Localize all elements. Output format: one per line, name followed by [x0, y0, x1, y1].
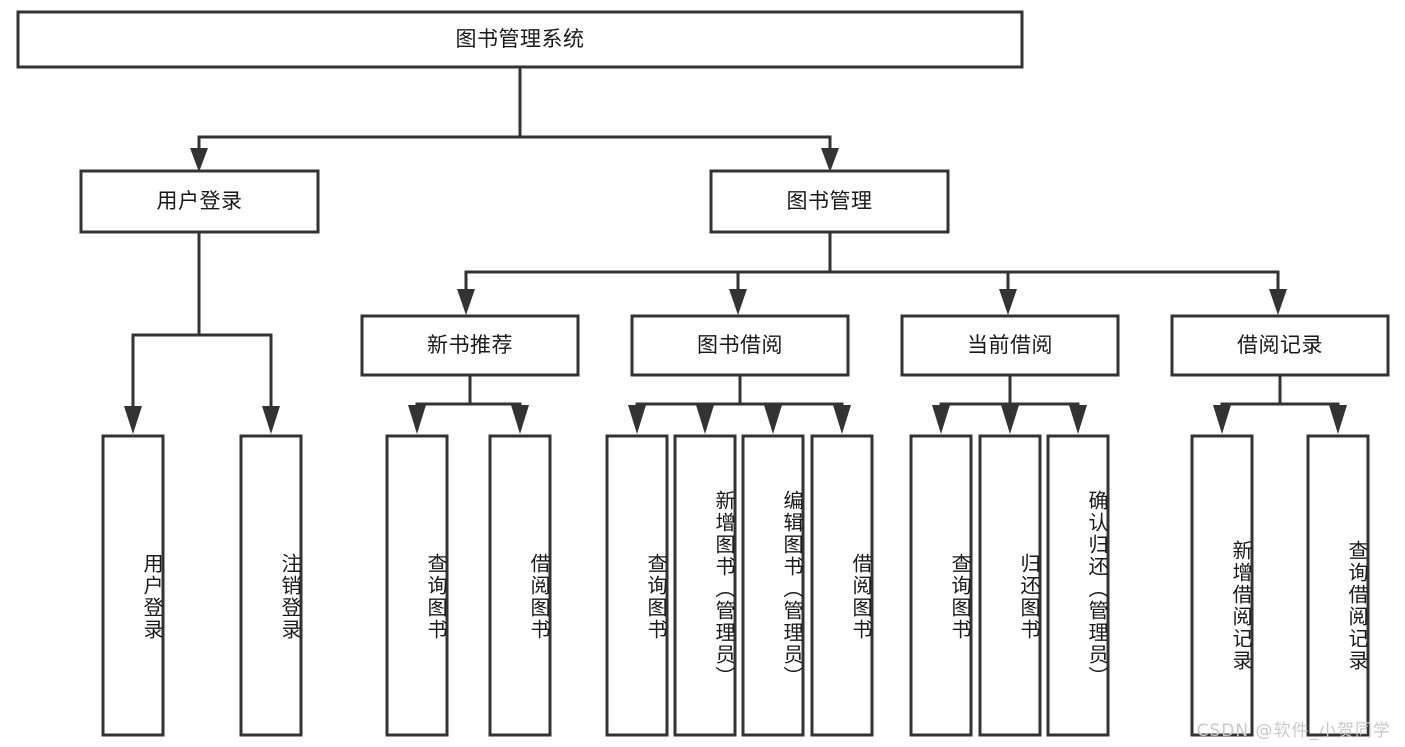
node-user-login[interactable]: [79, 169, 320, 234]
connector-userlogin-to-leaves: [124, 230, 280, 434]
node-book-management[interactable]: [709, 169, 950, 234]
csdn-watermark: CSDN @软件_小贺同学: [1196, 721, 1391, 741]
node-leaf-user-login[interactable]: [101, 434, 165, 737]
connector-newbook-to-leaves: [408, 373, 529, 434]
node-leaf-add-record[interactable]: [1190, 434, 1254, 737]
node-leaf-query-book-2[interactable]: [605, 434, 669, 737]
node-borrow-record[interactable]: [1170, 314, 1390, 377]
node-leaf-add-book[interactable]: [673, 434, 737, 737]
connector-bookborrow-to-leaves: [628, 373, 851, 434]
node-current-borrow[interactable]: [900, 314, 1120, 377]
node-leaf-borrow-book-2[interactable]: [810, 434, 874, 737]
node-leaf-query-record[interactable]: [1306, 434, 1370, 737]
node-leaf-confirm-return[interactable]: [1046, 434, 1110, 737]
connector-bookmanagement-to-level3: [457, 230, 1287, 315]
node-leaf-logout[interactable]: [239, 434, 303, 737]
node-leaf-query-book-3[interactable]: [909, 434, 973, 737]
node-leaf-query-book-1[interactable]: [385, 434, 449, 737]
node-root[interactable]: [16, 10, 1024, 69]
connector-borrowrecord-to-leaves: [1213, 373, 1347, 434]
connector-root-to-level2: [190, 65, 839, 172]
node-leaf-return-book[interactable]: [978, 434, 1042, 737]
node-leaf-edit-book[interactable]: [741, 434, 805, 737]
connector-currentborrow-to-leaves: [932, 373, 1087, 434]
node-new-book-recommend[interactable]: [360, 314, 580, 377]
node-book-borrow[interactable]: [630, 314, 850, 377]
node-leaf-borrow-book-1[interactable]: [488, 434, 552, 737]
